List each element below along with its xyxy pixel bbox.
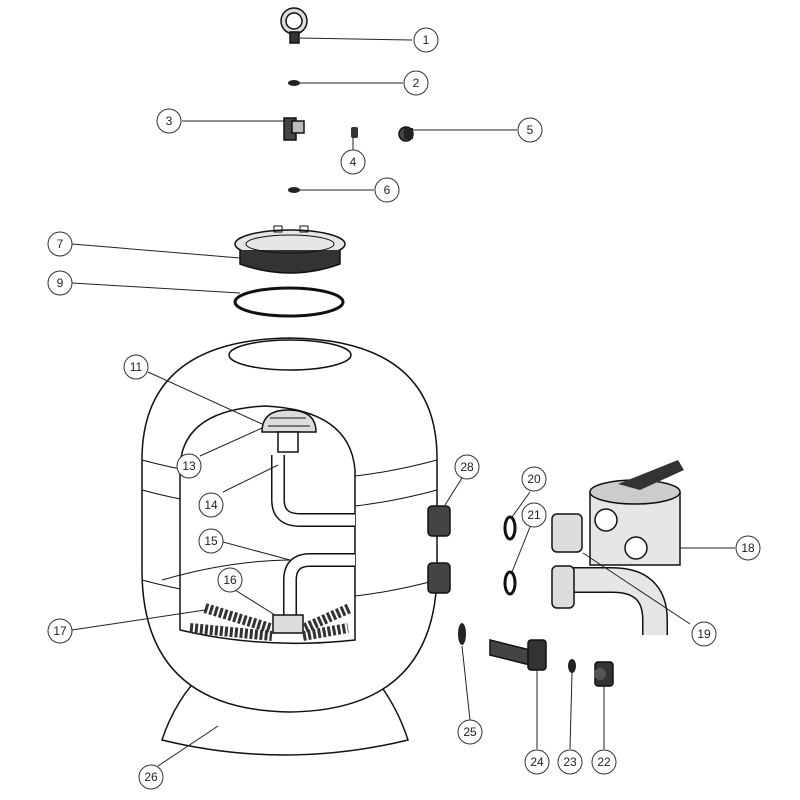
svg-text:23: 23	[563, 755, 577, 769]
callout-19: 19	[691, 621, 717, 647]
callout-26: 26	[138, 764, 164, 790]
callout-18: 18	[735, 535, 761, 561]
part-25-oring	[458, 623, 466, 645]
part-17-laterals	[189, 603, 353, 641]
part-20-oring	[503, 515, 517, 541]
part-7-lid	[234, 225, 346, 274]
part-11-diffuser	[261, 409, 317, 453]
svg-text:9: 9	[57, 276, 64, 290]
callout-13: 13	[176, 453, 202, 479]
internal-pipes	[271, 455, 355, 620]
callout-20: 20	[521, 466, 547, 492]
callout-7: 7	[47, 231, 73, 257]
part-22-cap	[594, 661, 614, 687]
svg-text:5: 5	[527, 123, 534, 137]
svg-text:1: 1	[423, 33, 430, 47]
svg-text:13: 13	[182, 459, 196, 473]
svg-text:17: 17	[53, 624, 67, 638]
svg-text:4: 4	[350, 155, 357, 169]
callout-22: 22	[591, 749, 617, 775]
callout-3: 3	[156, 108, 182, 134]
callout-17: 17	[47, 618, 73, 644]
part-21-oring	[503, 570, 517, 596]
svg-text:28: 28	[460, 460, 474, 474]
callout-24: 24	[524, 749, 550, 775]
svg-text:21: 21	[527, 508, 541, 522]
callout-9: 9	[47, 270, 73, 296]
callout-5: 5	[517, 117, 543, 143]
part-9-lid-oring	[233, 286, 345, 318]
part-2-oring	[288, 80, 300, 86]
part-24-drain	[489, 639, 547, 671]
svg-text:6: 6	[384, 183, 391, 197]
part-5-air-valve	[398, 126, 414, 142]
svg-text:26: 26	[144, 770, 158, 784]
callout-15: 15	[198, 528, 224, 554]
svg-text:15: 15	[204, 534, 218, 548]
leader-lines	[71, 37, 735, 767]
svg-text:19: 19	[697, 627, 711, 641]
svg-text:14: 14	[204, 498, 218, 512]
callout-2: 2	[403, 70, 429, 96]
part-6-oring	[288, 187, 300, 193]
callout-11: 11	[123, 354, 149, 380]
svg-text:18: 18	[741, 541, 755, 555]
part-4-plug	[351, 127, 358, 138]
part-23-oring	[568, 659, 576, 673]
part-19-elbow	[551, 565, 668, 635]
svg-text:16: 16	[223, 573, 237, 587]
callout-25: 25	[457, 719, 483, 745]
callout-6: 6	[374, 177, 400, 203]
callout-14: 14	[198, 492, 224, 518]
svg-text:20: 20	[527, 472, 541, 486]
svg-text:25: 25	[463, 725, 477, 739]
callout-1: 1	[413, 27, 439, 53]
callout-28: 28	[454, 454, 480, 480]
callout-21: 21	[521, 502, 547, 528]
svg-text:11: 11	[130, 360, 143, 374]
callout-16: 16	[217, 567, 243, 593]
callout-23: 23	[557, 749, 583, 775]
part-1-gauge	[280, 7, 308, 44]
part-28-ports	[427, 505, 451, 594]
svg-text:24: 24	[530, 755, 544, 769]
part-18-multiport-valve	[551, 460, 684, 566]
svg-text:7: 7	[57, 237, 64, 251]
callout-4: 4	[340, 149, 366, 175]
svg-text:2: 2	[413, 76, 420, 90]
part-16-hub	[272, 614, 304, 634]
part-3-tee-fitting	[283, 117, 305, 141]
svg-text:22: 22	[597, 755, 611, 769]
svg-text:3: 3	[166, 114, 173, 128]
